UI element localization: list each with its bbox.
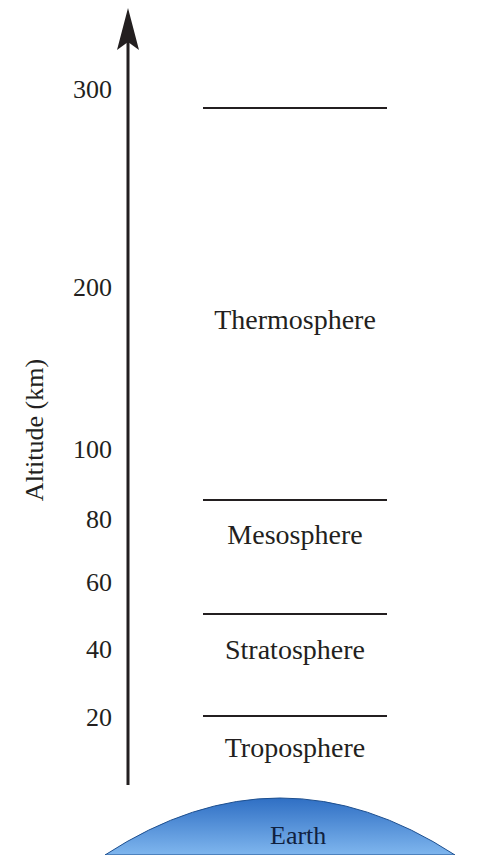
boundary-line [203, 499, 387, 501]
layer-name: Troposphere [225, 734, 366, 762]
boundary-line [203, 715, 387, 717]
altitude-axis [127, 40, 130, 785]
tick-label: 80 [86, 507, 112, 533]
layer-name: Mesosphere [227, 521, 362, 549]
boundary-line [203, 107, 387, 109]
tick-label: 20 [86, 705, 112, 731]
earth-label: Earth [270, 823, 326, 849]
layer-name: Stratosphere [225, 636, 365, 664]
axis-arrowhead [117, 8, 139, 50]
boundary-line [203, 613, 387, 615]
tick-label: 40 [86, 637, 112, 663]
earth-dome: Earth [105, 797, 455, 855]
tick-label: 100 [73, 437, 112, 463]
axis-title: Altitude (km) [22, 359, 48, 501]
tick-label: 200 [73, 275, 112, 301]
layer-name: Thermosphere [214, 306, 376, 334]
tick-label: 300 [73, 77, 112, 103]
tick-label: 60 [86, 570, 112, 596]
